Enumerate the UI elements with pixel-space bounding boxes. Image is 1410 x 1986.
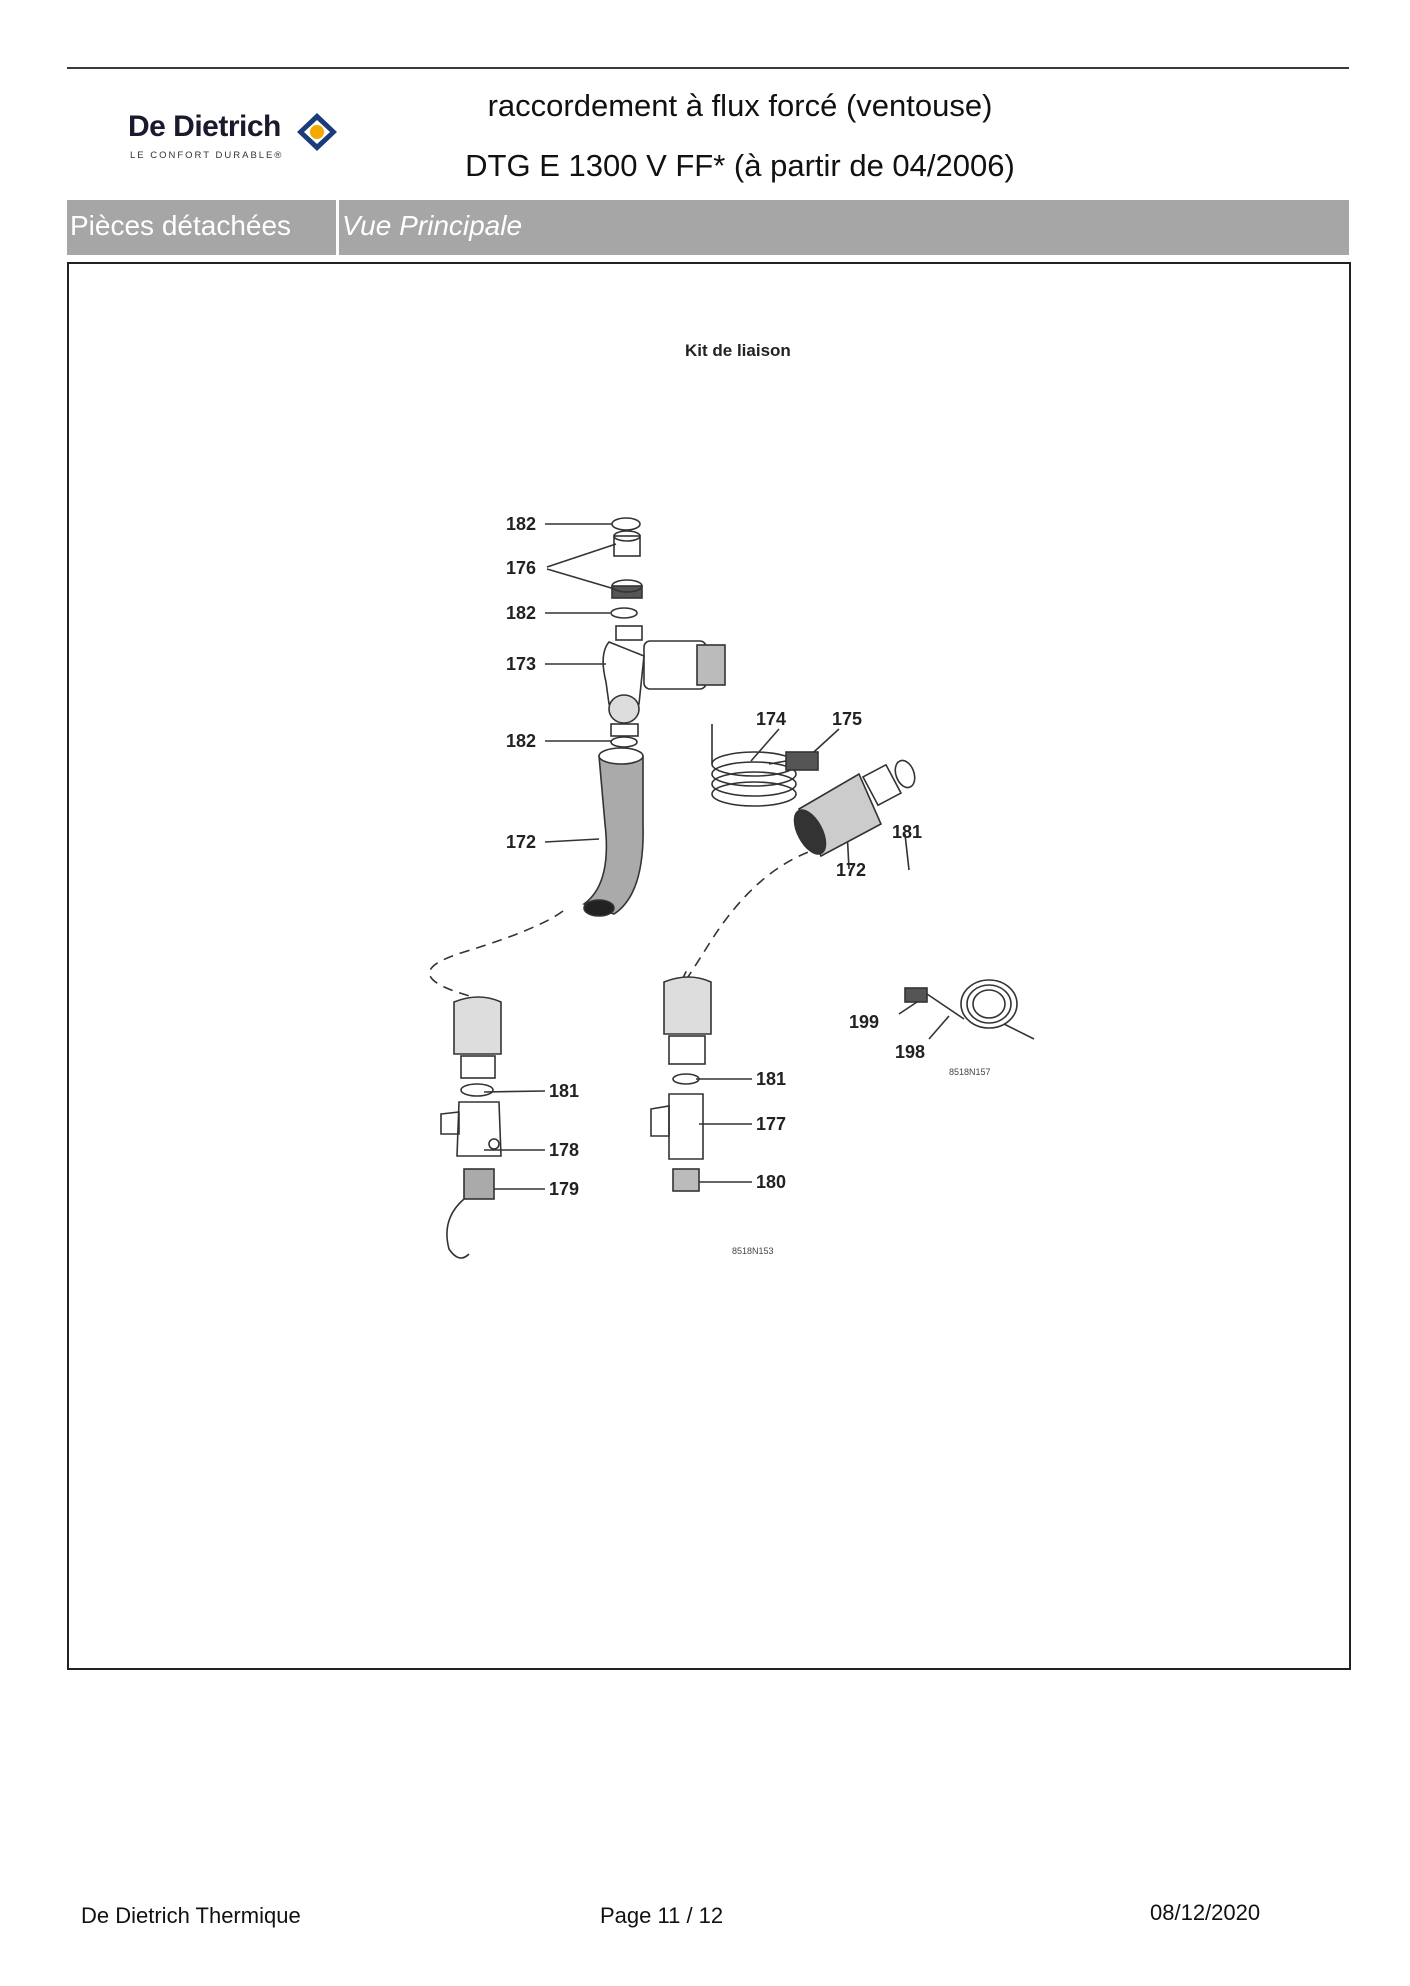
part-label: 173 xyxy=(506,654,536,674)
brand-logo: De Dietrich LE CONFORT DURABLE® xyxy=(128,110,358,166)
exploded-parts-diagram: 182 176 182 173 182 174 175 172 181 172 … xyxy=(428,341,1035,1259)
part-label: 199 xyxy=(849,1012,879,1032)
section-category-label: Pièces détachées xyxy=(70,210,292,241)
part-label: 181 xyxy=(756,1069,786,1089)
part-label: 180 xyxy=(756,1172,786,1192)
footer-company: De Dietrich Thermique xyxy=(81,1903,301,1928)
diamond-logo-icon xyxy=(297,113,337,151)
part-label: 198 xyxy=(895,1042,925,1062)
part-label: 176 xyxy=(506,558,536,578)
part-label: 181 xyxy=(549,1081,579,1101)
part-label: 172 xyxy=(836,860,866,880)
section-band: Pièces détachées Vue Principale xyxy=(67,200,1349,255)
section-category: Pièces détachées xyxy=(67,200,335,255)
band-separator xyxy=(336,200,339,255)
part-label: 182 xyxy=(506,731,536,751)
part-label: 177 xyxy=(756,1114,786,1134)
part-label: 175 xyxy=(832,709,862,729)
part-label: 172 xyxy=(506,832,536,852)
part-label: 179 xyxy=(549,1179,579,1199)
part-label: 181 xyxy=(892,822,922,842)
page-number: Page 11 / 12 xyxy=(600,1903,724,1928)
part-label: 174 xyxy=(756,709,786,729)
ref-code: 8518N153 xyxy=(732,1246,774,1256)
document-title: raccordement à flux forcé (ventouse) xyxy=(487,88,993,123)
brand-name: De Dietrich xyxy=(128,110,281,143)
part-label: 182 xyxy=(506,603,536,623)
document-subtitle: DTG E 1300 V FF* (à partir de 04/2006) xyxy=(465,148,1015,183)
top-rule xyxy=(67,67,1349,69)
brand-tagline: LE CONFORT DURABLE® xyxy=(130,150,284,161)
part-label: 182 xyxy=(506,514,536,534)
view-name-label: Vue Principale xyxy=(342,210,523,241)
diagram-heading: Kit de liaison xyxy=(685,341,791,360)
footer-date: 08/12/2020 xyxy=(1150,1900,1261,1925)
diagram-frame: 182 176 182 173 182 174 175 172 181 172 … xyxy=(67,262,1351,1670)
part-label: 178 xyxy=(549,1140,579,1160)
ref-code: 8518N157 xyxy=(949,1067,991,1077)
